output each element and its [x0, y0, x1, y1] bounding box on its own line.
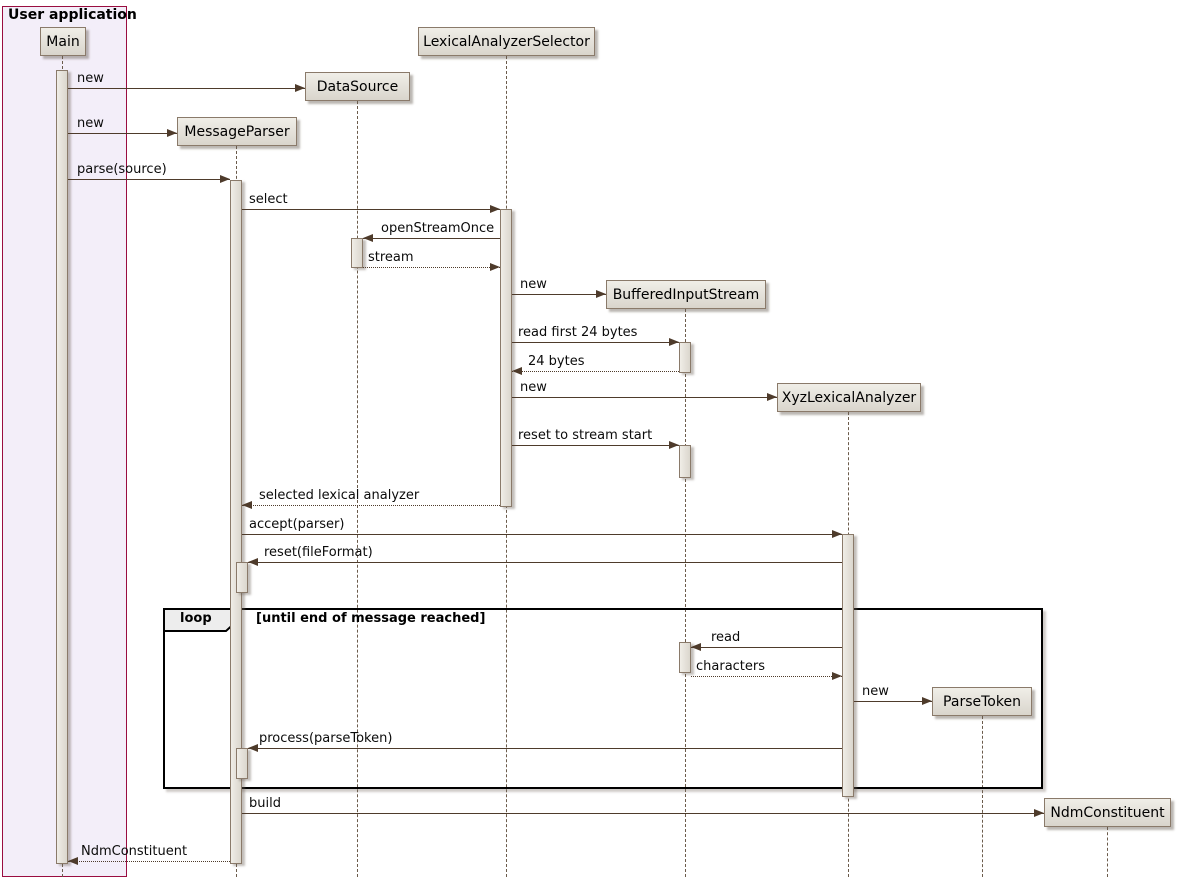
message-return-ndm-constituent-line: [68, 861, 230, 862]
message-process-parse-token-label: process(parseToken): [259, 731, 393, 746]
message-new-message-parser-arrowhead: [167, 129, 177, 137]
message-new-buffered-input-stream-arrowhead: [596, 290, 606, 298]
message-characters-label: characters: [696, 659, 766, 674]
message-new-data-source-arrowhead: [295, 84, 305, 92]
participant-data-source-label: DataSource: [316, 78, 399, 95]
participant-main: Main: [40, 27, 86, 56]
message-process-parse-token-line: [248, 748, 842, 749]
activation-buffered-input-stream-read24: [679, 342, 691, 373]
message-open-stream-once-arrowhead: [363, 234, 373, 242]
message-24-bytes-line: [512, 371, 679, 372]
message-select-line: [242, 209, 500, 210]
message-parse-source-line: [68, 179, 230, 180]
message-build-line: [242, 813, 1044, 814]
message-reset-to-stream-start-line: [512, 445, 679, 446]
message-select-label: select: [249, 192, 288, 207]
message-24-bytes-label: 24 bytes: [528, 354, 585, 369]
participant-parse-token-label: ParseToken: [943, 693, 1021, 710]
activation-lexical-analyzer-selector: [500, 209, 512, 507]
participant-buffered-input-stream-label: BufferedInputStream: [612, 286, 760, 303]
message-parse-source-label: parse(source): [77, 162, 167, 177]
activation-data-source: [351, 238, 363, 268]
message-new-message-parser-line: [68, 133, 177, 134]
participant-lexical-analyzer-selector-label: LexicalAnalyzerSelector: [423, 33, 590, 50]
message-reset-file-format-arrowhead: [248, 558, 258, 566]
activation-message-parser-nested-process: [236, 748, 248, 779]
activation-main: [56, 70, 68, 864]
activation-message-parser-nested-reset: [236, 562, 248, 593]
message-return-ndm-constituent-arrowhead: [68, 857, 78, 865]
lifeline-data-source: [357, 101, 358, 877]
message-read-label: read: [711, 630, 741, 645]
message-selected-lexical-analyzer-label: selected lexical analyzer: [259, 488, 420, 503]
message-new-parse-token-line: [854, 701, 932, 702]
participant-message-parser: MessageParser: [177, 117, 297, 146]
lifeline-buffered-input-stream: [685, 309, 686, 877]
message-build-label: build: [249, 796, 281, 811]
activation-message-parser: [230, 180, 242, 864]
message-selected-lexical-analyzer-line: [242, 505, 500, 506]
message-reset-file-format-line: [248, 562, 842, 563]
participant-ndm-constituent-label: NdmConstituent: [1050, 804, 1165, 821]
message-stream-line: [363, 267, 500, 268]
message-stream-arrowhead: [490, 263, 500, 271]
message-24-bytes-arrowhead: [512, 367, 522, 375]
message-characters-arrowhead: [832, 672, 842, 680]
message-read-first-24-bytes-arrowhead: [669, 338, 679, 346]
loop-guard-label: [until end of message reached]: [256, 611, 486, 626]
user-application-frame-title: User application: [8, 7, 137, 23]
message-new-data-source-label: new: [77, 71, 104, 86]
message-read-first-24-bytes-label: read first 24 bytes: [518, 325, 638, 340]
message-accept-parser-arrowhead: [832, 530, 842, 538]
message-new-parse-token-label: new: [862, 684, 889, 699]
message-read-first-24-bytes-line: [512, 342, 679, 343]
message-new-buffered-input-stream-line: [512, 294, 606, 295]
message-new-xyz-lexical-analyzer-arrowhead: [767, 393, 777, 401]
message-process-parse-token-arrowhead: [248, 744, 258, 752]
participant-main-label: Main: [46, 33, 80, 50]
message-reset-to-stream-start-arrowhead: [669, 441, 679, 449]
message-new-parse-token-arrowhead: [922, 697, 932, 705]
message-open-stream-once-label: openStreamOnce: [381, 221, 495, 236]
lifeline-parse-token: [982, 716, 983, 877]
message-reset-to-stream-start-label: reset to stream start: [518, 428, 653, 443]
activation-buffered-input-stream-reset: [679, 445, 691, 478]
message-select-arrowhead: [490, 205, 500, 213]
message-parse-source-arrowhead: [220, 175, 230, 183]
participant-parse-token: ParseToken: [932, 687, 1032, 716]
loop-fragment: [163, 608, 1043, 789]
message-build-arrowhead: [1034, 809, 1044, 817]
loop-operator-label: loop: [180, 611, 212, 626]
activation-buffered-input-stream-loop-read: [679, 642, 691, 673]
message-new-data-source-line: [68, 88, 305, 89]
message-new-xyz-lexical-analyzer-label: new: [520, 380, 547, 395]
participant-message-parser-label: MessageParser: [184, 123, 290, 140]
message-reset-file-format-label: reset(fileFormat): [264, 545, 373, 560]
participant-xyz-lexical-analyzer: XyzLexicalAnalyzer: [777, 383, 921, 412]
message-accept-parser-label: accept(parser): [249, 517, 345, 532]
message-read-arrowhead: [691, 643, 701, 651]
message-selected-lexical-analyzer-arrowhead: [242, 501, 252, 509]
participant-buffered-input-stream: BufferedInputStream: [606, 280, 766, 309]
message-open-stream-once-line: [363, 238, 500, 239]
participant-lexical-analyzer-selector: LexicalAnalyzerSelector: [418, 27, 595, 56]
message-new-buffered-input-stream-label: new: [520, 277, 547, 292]
participant-ndm-constituent: NdmConstituent: [1044, 798, 1171, 827]
message-stream-label: stream: [368, 250, 414, 265]
message-read-line: [691, 647, 842, 648]
message-new-message-parser-label: new: [77, 116, 104, 131]
message-accept-parser-line: [242, 534, 842, 535]
activation-xyz-lexical-analyzer: [842, 534, 854, 797]
message-new-xyz-lexical-analyzer-line: [512, 397, 777, 398]
participant-xyz-lexical-analyzer-label: XyzLexicalAnalyzer: [781, 389, 917, 406]
participant-data-source: DataSource: [305, 72, 410, 101]
lifeline-ndm-constituent: [1107, 827, 1108, 877]
message-return-ndm-constituent-label: NdmConstituent: [81, 844, 188, 859]
message-characters-line: [691, 676, 842, 677]
